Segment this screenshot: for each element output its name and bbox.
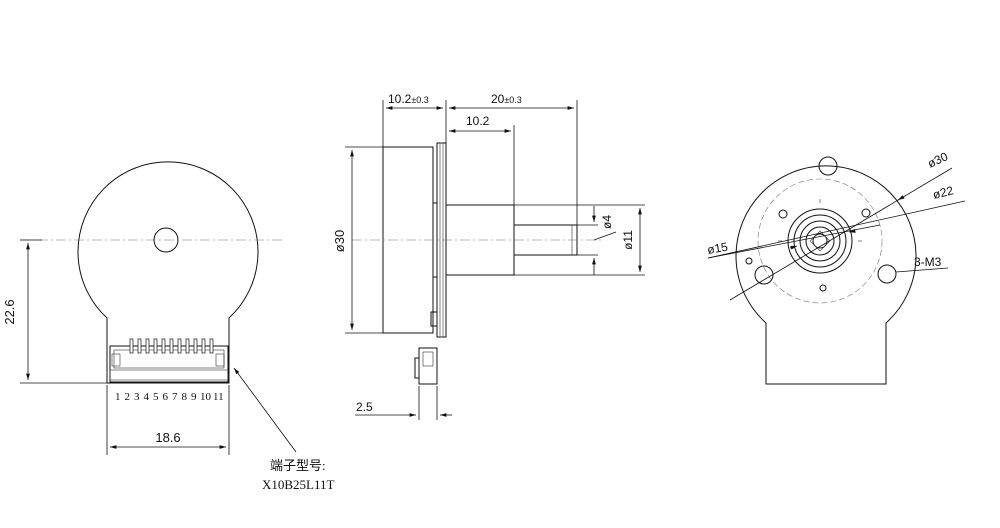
- connector-leader: [233, 367, 297, 453]
- connector-model: X10B25L11T: [262, 477, 335, 492]
- dim-rear-holes: 3-M3: [914, 255, 942, 269]
- front-body-outline: [77, 161, 259, 384]
- rear-view: ø30 ø22 ø15 3-M3: [706, 149, 966, 385]
- connector-pin: [185, 338, 190, 354]
- pin-number: 7: [172, 391, 178, 403]
- pin-number: 9: [191, 391, 197, 403]
- rear-hole-right: [877, 264, 897, 284]
- dim-rear-hub: ø15: [706, 240, 729, 257]
- pin-number: 5: [153, 391, 159, 403]
- rear-hub-outer: [787, 208, 853, 274]
- pin-number: 8: [182, 391, 188, 403]
- pin-number: 11: [213, 391, 224, 403]
- connector-pin: [129, 338, 134, 354]
- dim-shaft-len: 20±0.3: [491, 92, 522, 106]
- pin-number: 2: [125, 391, 131, 403]
- dim-width-label: 18.6: [155, 430, 180, 445]
- pin-number: 3: [134, 391, 140, 403]
- dim-rear-pcd: ø22: [931, 183, 955, 202]
- leader-hub: [707, 224, 881, 259]
- connector-pin: [193, 338, 198, 354]
- leader-outer: [729, 167, 953, 301]
- connector-pin: [153, 338, 158, 354]
- connector-pins: [129, 338, 214, 354]
- connector: [109, 338, 229, 383]
- side-view: 10.2±0.3 20±0.3 10.2 ø30 ø4 ø11 2.5: [332, 92, 645, 420]
- connector-pin: [145, 338, 150, 354]
- connector-pin: [137, 338, 142, 354]
- rear-hole-top: [818, 156, 838, 176]
- connector-pin: [177, 338, 182, 354]
- dim-body-dia: ø30: [332, 230, 347, 252]
- dim-body-len: 10.2±0.3: [388, 92, 429, 106]
- connector-label: 端子型号:: [270, 458, 326, 473]
- rear-body-outline: [735, 165, 917, 385]
- pin-number: 6: [163, 391, 169, 403]
- dim-rear-outer: ø30: [925, 149, 950, 171]
- pin-number: 10: [200, 391, 212, 403]
- dim-terminal: 2.5: [356, 400, 373, 414]
- pin-number: 1: [115, 391, 121, 403]
- dim-height-label: 22.6: [2, 299, 17, 324]
- connector-pin: [161, 338, 166, 354]
- connector-pin: [169, 338, 174, 354]
- rear-hole-left: [754, 265, 774, 285]
- connector-pin: [209, 338, 214, 354]
- leader-pcd: [707, 200, 966, 259]
- dim-shaft-dia: ø4: [600, 215, 614, 229]
- dim-shaft-inner: 10.2: [466, 114, 490, 128]
- dim-bushing-dia: ø11: [621, 230, 635, 250]
- connector-pin: [201, 338, 206, 354]
- leader-holes: [895, 267, 949, 273]
- rear-pcd-circle: [757, 178, 883, 304]
- pin-number: 4: [144, 391, 150, 403]
